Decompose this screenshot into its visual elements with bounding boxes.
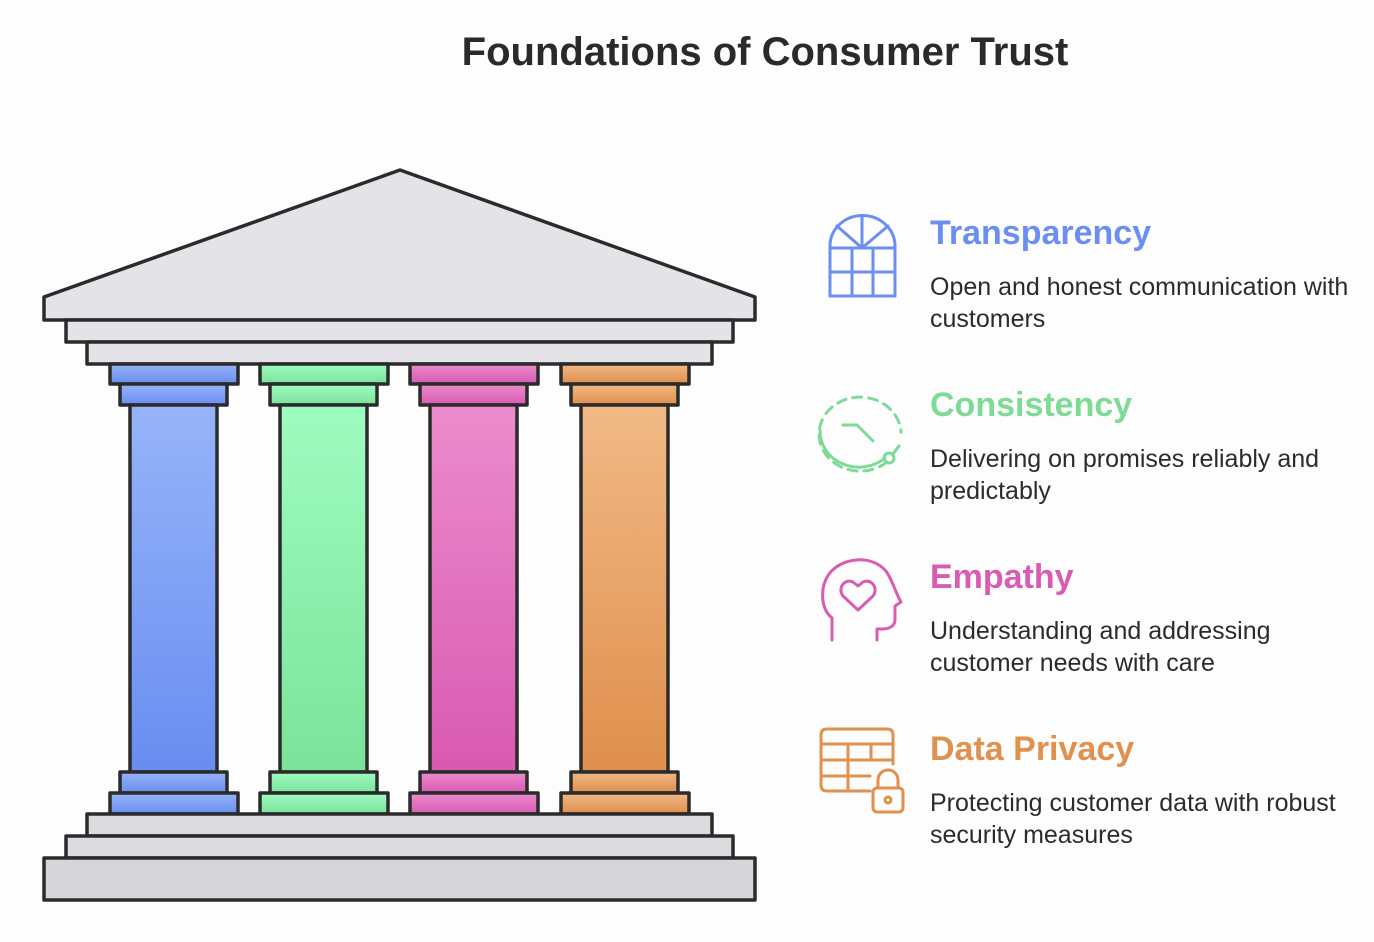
pillar-shaft bbox=[278, 403, 369, 774]
pillar-base bbox=[418, 770, 529, 795]
dashed-cycle-icon bbox=[817, 395, 903, 473]
pillar-shaft bbox=[428, 403, 519, 774]
page-title: Foundations of Consumer Trust bbox=[461, 30, 1069, 74]
pillar-capital bbox=[268, 382, 379, 407]
pillar-capital bbox=[118, 382, 229, 407]
pillar-description: Delivering on promises reliably and pred… bbox=[930, 445, 1320, 505]
pillar-transparency bbox=[108, 362, 240, 816]
pillar-base bbox=[108, 791, 240, 816]
pillar-empathy bbox=[408, 362, 540, 816]
pillar-capital bbox=[408, 362, 540, 386]
pillar-base bbox=[258, 791, 390, 816]
pillar-item-data-privacy: Data Privacy Protecting customer data wi… bbox=[930, 730, 1350, 851]
pillar-capital bbox=[569, 382, 680, 407]
entablature-band bbox=[85, 340, 714, 366]
pillar-heading: Transparency bbox=[930, 214, 1152, 252]
step bbox=[42, 856, 757, 902]
pillar-description: Open and honest communication with custo… bbox=[930, 273, 1349, 333]
pillar-heading: Empathy bbox=[930, 558, 1074, 596]
pillar-base bbox=[569, 770, 680, 795]
head-heart-icon bbox=[821, 558, 903, 642]
pillar-base bbox=[559, 791, 691, 816]
roof bbox=[42, 168, 757, 322]
pillar-shaft bbox=[128, 403, 219, 774]
pillar-capital bbox=[559, 362, 691, 386]
pillar-base bbox=[408, 791, 540, 816]
pillar-description: Understanding and addressing customer ne… bbox=[930, 617, 1271, 677]
pillar-item-empathy: Empathy Understanding and addressing cus… bbox=[930, 558, 1350, 679]
pillar-capital bbox=[108, 362, 240, 386]
step bbox=[85, 812, 714, 838]
arched-window-icon bbox=[828, 214, 897, 298]
pillar-capital bbox=[418, 382, 529, 407]
pillar-consistency bbox=[258, 362, 390, 816]
table-lock-icon bbox=[819, 727, 905, 814]
pillar-heading: Data Privacy bbox=[930, 730, 1135, 768]
step bbox=[64, 834, 735, 860]
pillar-item-consistency: Consistency Delivering on promises relia… bbox=[930, 386, 1350, 507]
pillar-heading: Consistency bbox=[930, 386, 1133, 424]
pillar-shaft bbox=[579, 403, 670, 774]
pillar-data-privacy bbox=[559, 362, 691, 816]
entablature-band bbox=[64, 318, 735, 344]
pillar-base bbox=[118, 770, 229, 795]
pillar-description: Protecting customer data with robust sec… bbox=[930, 789, 1336, 849]
pillar-capital bbox=[258, 362, 390, 386]
pillar-base bbox=[268, 770, 379, 795]
pillar-item-transparency: Transparency Open and honest communicati… bbox=[930, 214, 1350, 335]
